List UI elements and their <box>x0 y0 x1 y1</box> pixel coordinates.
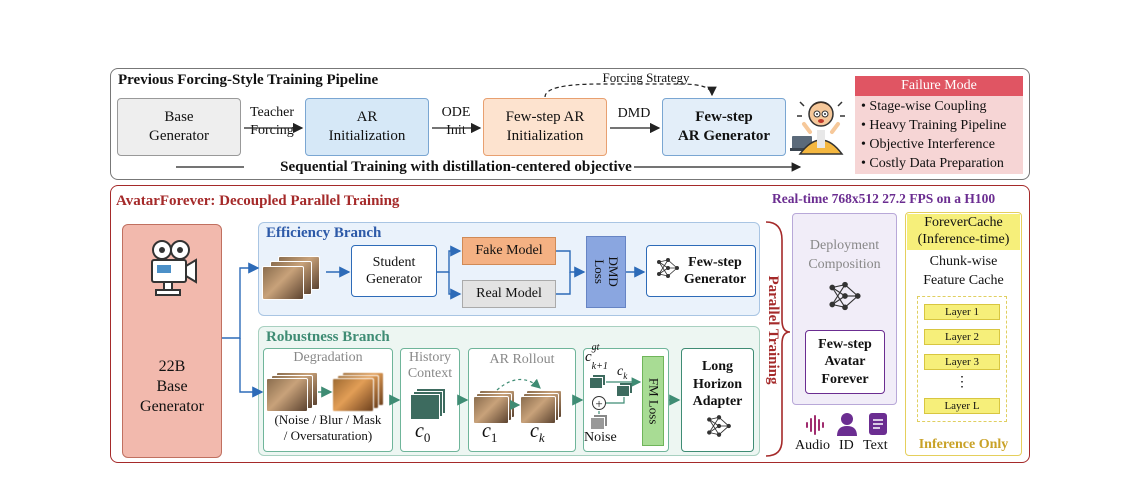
base-to-efficiency-arrow <box>222 262 260 339</box>
failure-mode-list: • Stage-wise Coupling • Heavy Training P… <box>855 96 1023 174</box>
video-camera-icon <box>146 238 200 298</box>
audio-label: Audio <box>795 438 830 453</box>
rollout-c1-frames <box>473 390 517 424</box>
dmd-loss-box: DMD Loss <box>586 236 626 308</box>
robustness-branch-title: Robustness Branch <box>266 329 390 345</box>
layer-stack-frame <box>917 296 1007 422</box>
video-frames-thumbnail <box>262 256 326 300</box>
ck-small-label: ck <box>617 364 628 381</box>
sequential-training-label: Sequential Training with distillation-ce… <box>280 159 632 175</box>
dmd-label: DMD <box>617 106 651 121</box>
id-label: ID <box>839 438 854 453</box>
base-to-robustness-arrow <box>239 338 264 398</box>
ck-label: ck <box>530 420 545 445</box>
failure-item: • Heavy Training Pipeline <box>861 117 1007 133</box>
long-horizon-adapter-box <box>681 348 754 452</box>
parallel-training-brace <box>765 221 791 457</box>
layer-1: Layer 1 <box>924 304 1000 320</box>
degradation-description: (Noise / Blur / Mask / Oversaturation) <box>274 412 382 444</box>
ckgt-latent <box>589 374 606 389</box>
layer-ellipsis: ⋮ <box>955 375 969 390</box>
long-horizon-adapter-label: Long Horizon Adapter <box>692 359 743 409</box>
degradation-input-frames <box>266 372 318 412</box>
audio-icon <box>804 414 826 441</box>
forevercache-title: ForeverCache (Inference-time) <box>907 214 1020 250</box>
deployment-network-icon <box>828 280 862 317</box>
failure-item: • Costly Data Preparation <box>861 155 1004 171</box>
real-model-box: Real Model <box>462 280 556 308</box>
ar-rollout-title: AR Rollout <box>489 352 555 367</box>
feature-cache-description: Chunk-wise Feature Cache <box>923 254 1004 288</box>
bottom-panel <box>110 185 1030 463</box>
id-person-icon <box>836 412 858 441</box>
text-document-icon <box>868 412 888 441</box>
fm-loss-box: FM Loss <box>642 356 664 446</box>
plus-operator: + <box>592 396 606 410</box>
failure-item: • Objective Interference <box>861 136 995 152</box>
inference-only-label: Inference Only <box>918 437 1009 452</box>
fewstep-ar-init-box: Few-step AR Initialization <box>483 98 607 156</box>
real-to-dmd-line <box>556 272 571 295</box>
failure-mode-header: Failure Mode <box>855 76 1023 96</box>
ode-init-label: ODE Init <box>441 105 471 139</box>
fewstep-generator-box: Few-step Generator <box>646 245 756 297</box>
rollout-ck-frames <box>520 390 564 424</box>
fewstep-ar-generator-box: Few-step AR Generator <box>662 98 786 156</box>
noise-latent <box>590 414 608 430</box>
layer-l: Layer L <box>924 398 1000 414</box>
failure-item: • Stage-wise Coupling <box>861 99 987 114</box>
top-panel-title: Previous Forcing-Style Training Pipeline <box>118 72 379 88</box>
student-to-real-arrow <box>448 272 462 300</box>
realtime-label: Real-time 768x512 27.2 FPS on a H100 <box>772 191 996 206</box>
noise-label: Noise <box>584 430 617 445</box>
layer-2: Layer 2 <box>924 329 1000 345</box>
forcing-strategy-label: Forcing Strategy <box>602 70 690 85</box>
degradation-title: Degradation <box>293 350 363 365</box>
neural-network-icon <box>656 257 680 285</box>
c1-label: c1 <box>482 420 498 445</box>
c0-label: c0 <box>415 420 431 445</box>
history-latent-stack <box>410 388 450 420</box>
rollout-dashed-loop <box>496 378 541 391</box>
fewstep-generator-label: Few-step Generator <box>683 254 747 288</box>
top-panel <box>110 68 1030 180</box>
fake-to-dmd-arrow <box>556 250 586 278</box>
student-to-fake-arrow <box>437 245 462 273</box>
stressed-person-icon <box>790 92 852 158</box>
student-generator-box: Student Generator <box>351 245 437 297</box>
plus-to-ck-line <box>606 397 625 404</box>
layer-3: Layer 3 <box>924 354 1000 370</box>
ar-initialization-box: AR Initialization <box>305 98 429 156</box>
adapter-network-icon <box>706 414 732 443</box>
forcing-strategy-arrow <box>544 83 717 98</box>
deployment-composition-title: Deployment Composition <box>808 238 881 272</box>
text-label: Text <box>863 438 888 453</box>
base-generator-box: Base Generator <box>117 98 241 156</box>
teacher-forcing-label: Teacher Forcing <box>249 105 295 139</box>
history-context-title: History Context <box>407 350 453 382</box>
efficiency-branch-title: Efficiency Branch <box>266 225 382 241</box>
bottom-panel-title: AvatarForever: Decoupled Parallel Traini… <box>116 193 400 209</box>
fake-model-box: Fake Model <box>462 237 556 265</box>
ck-small-latent <box>616 382 633 397</box>
degradation-output-frames <box>332 372 384 412</box>
fewstep-avatar-forever-box: Few-step Avatar Forever <box>805 330 885 394</box>
